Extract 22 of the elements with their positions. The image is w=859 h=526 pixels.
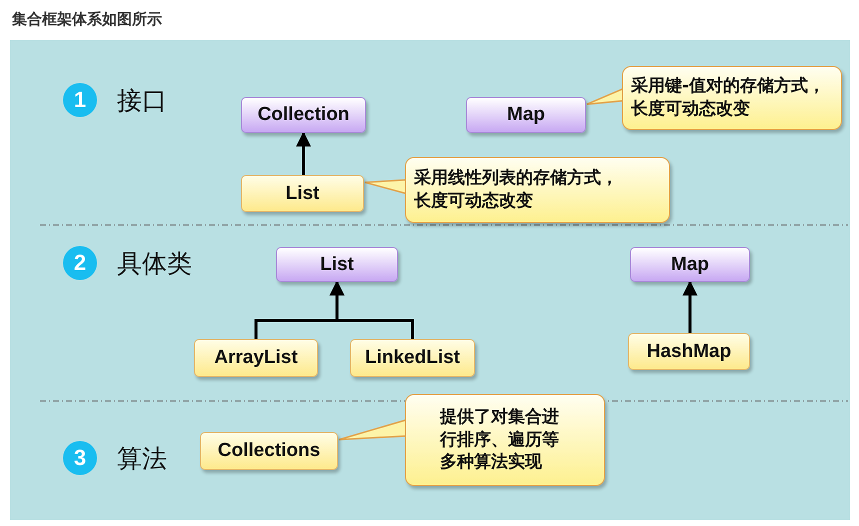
callout-tail xyxy=(364,179,407,195)
callout-bubble: 采用键-值对的存储方式，长度可动态改变 xyxy=(622,66,842,130)
section-label: 算法 xyxy=(117,443,167,475)
interface-box: List xyxy=(276,247,398,282)
arrow xyxy=(682,280,698,333)
callout-tail xyxy=(338,419,407,440)
callout-bubble: 提供了对集合进行排序、遍历等多种算法实现 xyxy=(405,394,605,486)
section-label: 具体类 xyxy=(117,248,192,280)
class-box: LinkedList xyxy=(350,339,475,377)
arrow xyxy=(330,280,414,339)
class-box: Collections xyxy=(200,432,338,470)
arrow xyxy=(296,132,311,175)
callout-bubble: 采用线性列表的存储方式，长度可动态改变 xyxy=(405,157,670,223)
class-box: HashMap xyxy=(628,333,750,370)
diagram-title: 集合框架体系如图所示 xyxy=(12,10,162,29)
interface-box: Collection xyxy=(241,97,366,133)
class-box: ArrayList xyxy=(194,339,318,377)
section-label: 接口 xyxy=(117,85,167,117)
interface-box: Map xyxy=(630,247,750,282)
callout-tail xyxy=(586,88,624,105)
interface-box: Map xyxy=(466,97,586,133)
class-box: List xyxy=(241,175,364,212)
